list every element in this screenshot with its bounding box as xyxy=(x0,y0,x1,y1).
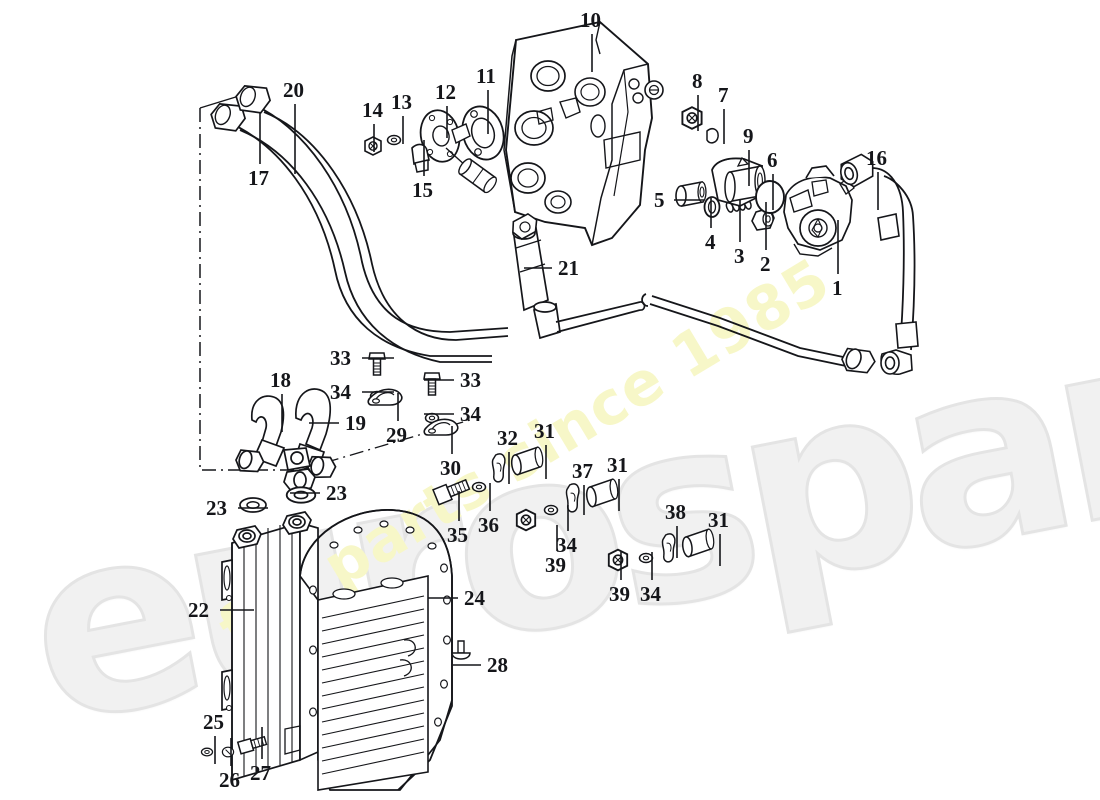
part-16-hose xyxy=(871,167,916,351)
return-line xyxy=(641,293,849,367)
callout-13: 13 xyxy=(391,90,412,114)
callout-35: 35 xyxy=(447,523,468,547)
callout-37: 37 xyxy=(572,459,593,483)
callout-8: 8 xyxy=(692,69,703,93)
part-24-cover-shroud xyxy=(299,509,453,791)
callout-36: 36 xyxy=(478,513,499,537)
callout-12: 12 xyxy=(435,80,456,104)
callout-19: 19 xyxy=(345,411,366,435)
part-21-hose xyxy=(512,212,561,340)
part-25-washer xyxy=(200,747,214,757)
callout-2: 2 xyxy=(760,252,771,276)
callout-17: 17 xyxy=(248,166,269,190)
callout-9: 9 xyxy=(743,124,754,148)
callout-10: 10 xyxy=(580,8,601,32)
callout-29: 29 xyxy=(386,423,407,447)
part-35-bolt xyxy=(432,478,471,506)
part-31-bushing-c xyxy=(680,528,717,558)
part-15-plug xyxy=(411,143,430,173)
callout-31: 31 xyxy=(607,453,628,477)
part-22-oil-cooler xyxy=(221,511,319,782)
part-39-nut-a xyxy=(515,508,537,532)
part-33-bolt-b xyxy=(423,372,441,396)
part-36-washer xyxy=(471,481,487,493)
part-32-bracket xyxy=(491,453,506,483)
part-38-bracket xyxy=(661,533,676,563)
callout-7: 7 xyxy=(718,83,729,107)
callout-16: 16 xyxy=(866,146,887,170)
part-18-19-hoses xyxy=(235,388,337,493)
part-23-washer-b xyxy=(285,486,317,504)
center-pipe xyxy=(555,301,646,333)
callout-34: 34 xyxy=(460,402,481,426)
callout-26: 26 xyxy=(219,768,240,792)
callout-23: 23 xyxy=(206,496,227,520)
callout-34: 34 xyxy=(556,533,577,557)
callout-14: 14 xyxy=(362,98,383,122)
part-5-bushing xyxy=(675,181,707,207)
callout-31: 31 xyxy=(708,508,729,532)
part-7-key xyxy=(706,128,719,144)
callout-22: 22 xyxy=(188,598,209,622)
part-34-washer-c xyxy=(543,504,559,516)
part-12-flange-hub xyxy=(419,109,497,194)
part-26-lockwasher xyxy=(221,746,235,758)
callout-3: 3 xyxy=(734,244,745,268)
part-23-washer-a xyxy=(239,497,267,513)
callout-34: 34 xyxy=(640,582,661,606)
return-line-nut xyxy=(841,347,876,374)
callout-33: 33 xyxy=(330,346,351,370)
callout-39: 39 xyxy=(545,553,566,577)
part-39-nut-b xyxy=(607,548,629,572)
part-28-screw xyxy=(451,640,471,660)
callout-leader-lines xyxy=(214,34,879,766)
callout-32: 32 xyxy=(497,426,518,450)
callout-27: 27 xyxy=(250,761,271,785)
callout-20: 20 xyxy=(283,78,304,102)
callout-25: 25 xyxy=(203,710,224,734)
callout-30: 30 xyxy=(440,456,461,480)
callout-4: 4 xyxy=(705,230,716,254)
callout-23: 23 xyxy=(326,481,347,505)
part-33-bolt-a xyxy=(368,352,386,376)
callout-5: 5 xyxy=(654,188,665,212)
callout-34: 34 xyxy=(330,380,351,404)
callout-33: 33 xyxy=(460,368,481,392)
callout-31: 31 xyxy=(534,419,555,443)
callout-18: 18 xyxy=(270,368,291,392)
part-14-nut xyxy=(364,136,382,156)
part-13-washer xyxy=(386,134,402,146)
callout-1: 1 xyxy=(832,276,843,300)
part-31-bushing-b xyxy=(584,478,621,508)
part-31-bushing-a xyxy=(509,446,546,476)
callout-6: 6 xyxy=(767,148,778,172)
callout-15: 15 xyxy=(412,178,433,202)
callout-39: 39 xyxy=(609,582,630,606)
pipe-fitting-nuts xyxy=(210,84,272,132)
callout-21: 21 xyxy=(558,256,579,280)
part-10-housing xyxy=(503,20,664,247)
part-34-washer-d xyxy=(638,552,654,564)
callout-28: 28 xyxy=(487,653,508,677)
part-6-oring xyxy=(755,180,785,214)
hose-16-fittings xyxy=(840,153,919,376)
part-1-oil-pump xyxy=(783,165,855,257)
callout-24: 24 xyxy=(464,586,485,610)
callout-11: 11 xyxy=(476,64,496,88)
callout-38: 38 xyxy=(665,500,686,524)
